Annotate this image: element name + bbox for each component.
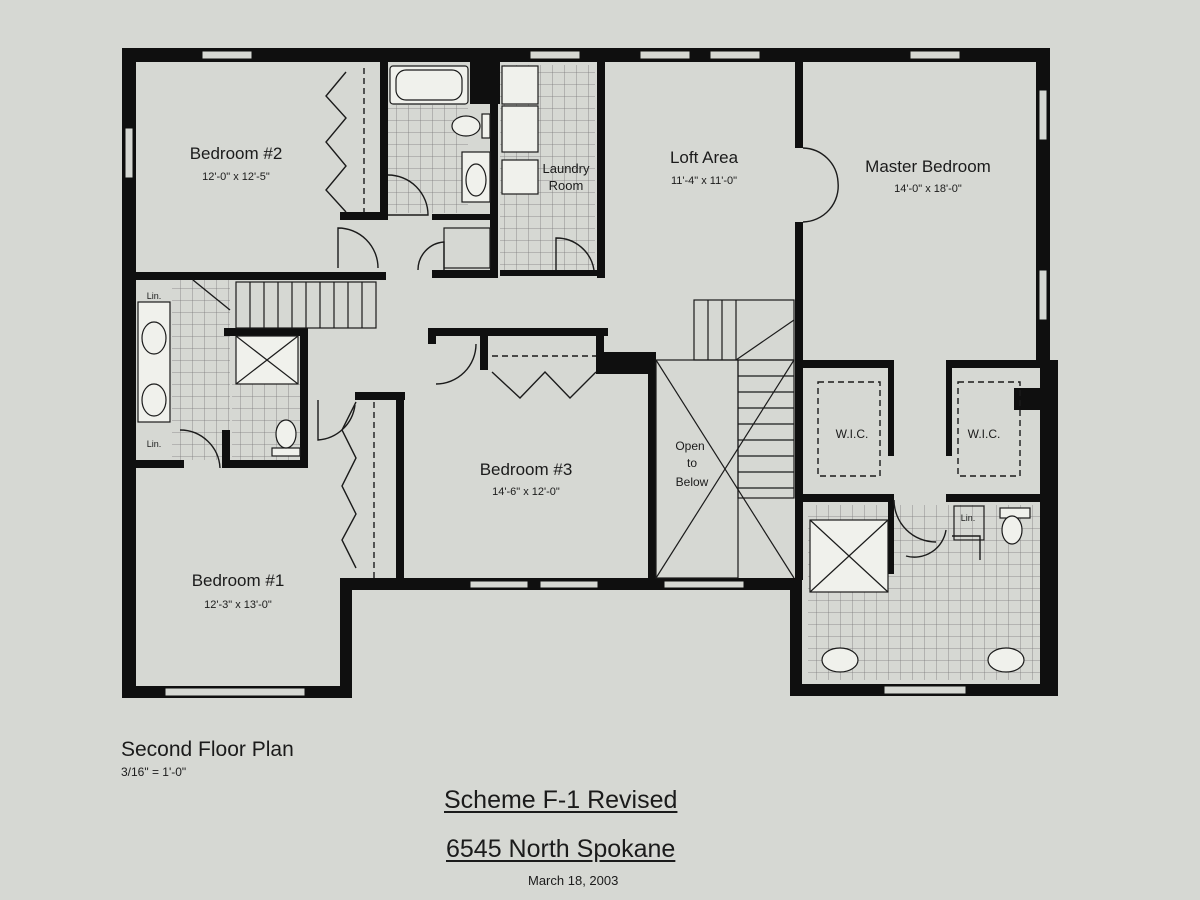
open-below-line1: Open: [675, 439, 704, 453]
plan-date: March 18, 2003: [528, 873, 619, 888]
closet-doors: [325, 68, 1021, 578]
bedroom3-name: Bedroom #3: [480, 460, 573, 479]
windows: [124, 50, 1048, 697]
open-below-line2: to: [687, 456, 697, 470]
loft-size: 11'-4" x 11'-0": [671, 175, 737, 187]
linen-hall-top: Lin.: [147, 291, 162, 301]
laundry-name-line1: Laundry: [543, 161, 590, 176]
fixtures: [137, 65, 1031, 673]
bedroom1-name: Bedroom #1: [192, 571, 285, 590]
bedroom1-size: 12'-3" x 13'-0": [204, 599, 272, 611]
plan-scale: 3/16" = 1'-0": [121, 765, 187, 779]
address-title: 6545 North Spokane: [446, 835, 676, 863]
room-labels: Bedroom #2 12'-0" x 12'-5" Laundry Room …: [147, 144, 1001, 611]
wic-left-name: W.I.C.: [836, 427, 869, 441]
stairs: [235, 281, 795, 579]
master-name: Master Bedroom: [865, 157, 991, 176]
bedroom3-size: 14'-6" x 12'-0": [492, 486, 560, 498]
door-swings: [179, 147, 981, 560]
loft-name: Loft Area: [670, 148, 739, 167]
laundry-name-line2: Room: [549, 178, 584, 193]
interior-walls: [136, 60, 1042, 582]
master-size: 14'-0" x 18'-0": [894, 183, 962, 195]
bedroom2-name: Bedroom #2: [190, 144, 283, 163]
plan-title: Second Floor Plan: [121, 738, 294, 761]
bedroom2-size: 12'-0" x 12'-5": [202, 171, 270, 183]
linen-master-bath: Lin.: [961, 513, 976, 523]
wic-right-name: W.I.C.: [968, 427, 1001, 441]
open-below-line3: Below: [676, 475, 709, 489]
linen-hall-bottom: Lin.: [147, 439, 162, 449]
scheme-title: Scheme F-1 Revised: [444, 786, 678, 814]
